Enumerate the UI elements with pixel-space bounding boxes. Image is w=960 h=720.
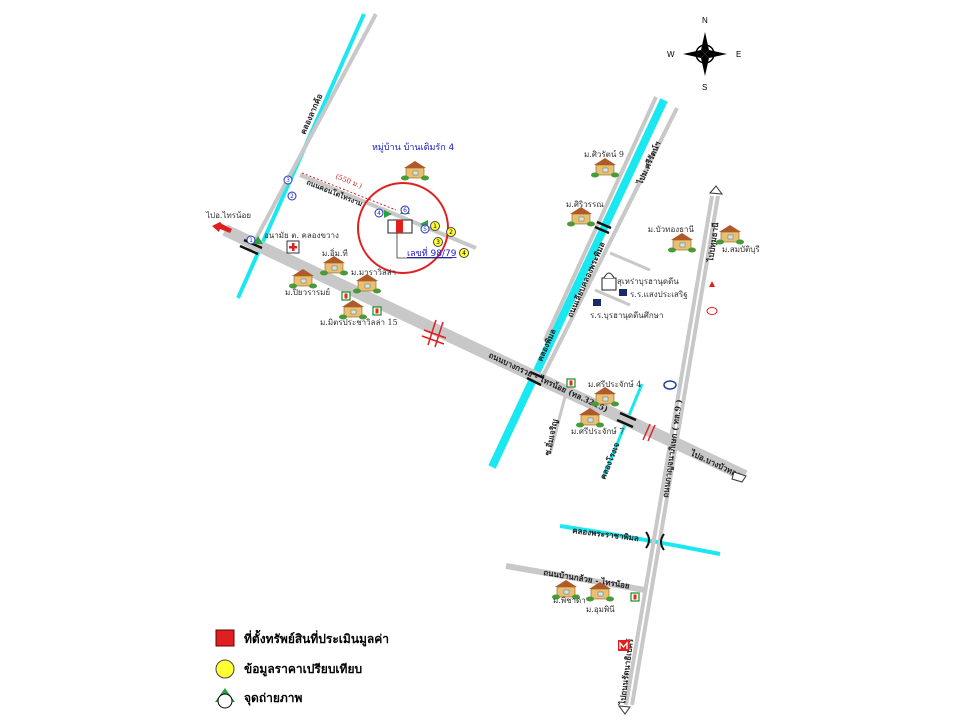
distance-line bbox=[301, 172, 397, 211]
photo-point-5[interactable]: 5 bbox=[420, 220, 430, 234]
place-mosque: สุเหร่าบุรฮานุดดีน bbox=[617, 277, 679, 286]
svg-text:3: 3 bbox=[436, 239, 440, 246]
comparable-4[interactable]: 4 bbox=[459, 248, 469, 258]
road-canal-west bbox=[543, 96, 658, 341]
svg-text:S: S bbox=[702, 83, 707, 92]
seven-eleven-icon bbox=[630, 592, 640, 602]
health-station-label: อนามัย ต. คลองขวาง bbox=[264, 231, 339, 240]
legend-subject-swatch bbox=[215, 629, 235, 647]
road-im-charoen bbox=[548, 392, 568, 455]
place-v5: ม.ศิวรัตน์ 9 bbox=[584, 149, 624, 159]
house-icon bbox=[566, 206, 596, 227]
canal-bottom-label: คลองพระราชาพิมล bbox=[572, 525, 640, 543]
canal-bottom bbox=[559, 524, 721, 556]
mcdonalds-icon bbox=[618, 640, 629, 651]
road-kanchana-a bbox=[624, 195, 714, 706]
road-side-2 bbox=[594, 288, 631, 307]
road-main bbox=[222, 224, 748, 482]
place-v9: ม.ศรีประจักษ์ 4 bbox=[588, 379, 641, 389]
legend-comparable-swatch bbox=[215, 659, 235, 679]
house-icon bbox=[715, 224, 745, 245]
house-icon bbox=[590, 157, 620, 178]
road-side-1 bbox=[609, 251, 651, 272]
canal-small-label: คลองโรงเจ bbox=[598, 441, 622, 481]
house-icon bbox=[667, 232, 697, 253]
esso-icon bbox=[663, 380, 677, 390]
place-v7: ม.บัวทองธานี bbox=[648, 225, 695, 234]
svg-text:4: 4 bbox=[462, 250, 466, 257]
photo-point-2[interactable]: 2 bbox=[287, 191, 297, 201]
legend-photo-label: จุดถ่ายภาพ bbox=[244, 691, 303, 706]
legend-comparable-label: ข้อมูลราคาเปรียบเทียบ bbox=[244, 662, 362, 677]
svg-text:2: 2 bbox=[290, 193, 294, 200]
road-canal-east bbox=[538, 107, 679, 383]
svg-text:3: 3 bbox=[286, 177, 290, 184]
place-v1: ม.อิ่ม.ที bbox=[322, 247, 348, 258]
road-bottom bbox=[505, 563, 646, 593]
arrow-north-icon bbox=[708, 185, 724, 195]
compass-icon: N S W E bbox=[667, 16, 741, 92]
place-v12: ม.อุมพินี bbox=[586, 605, 615, 614]
photo-point-6[interactable]: 6 bbox=[400, 205, 410, 215]
school-icon bbox=[593, 299, 601, 306]
place-v3: ม.ปิยวรารมย์ bbox=[285, 287, 330, 297]
svg-text:6: 6 bbox=[403, 207, 407, 214]
canal-big bbox=[488, 98, 668, 469]
photo-point-1[interactable]: 1 bbox=[246, 235, 263, 245]
place-school2: ร.ร.บุรฮานุดดีนศึกษา bbox=[590, 311, 663, 320]
svg-text:1: 1 bbox=[433, 223, 437, 230]
mitsubishi-icon bbox=[709, 281, 715, 287]
place-v10: ม.ศรีประจักษ์ 7 bbox=[571, 426, 624, 436]
place-v4: ม.มิตรประชาวิลล่า 15 bbox=[320, 318, 398, 327]
svg-text:N: N bbox=[702, 16, 708, 25]
svg-text:1: 1 bbox=[249, 237, 253, 244]
photo-point-4[interactable]: 4 bbox=[374, 208, 392, 218]
house-number: เลขที่ 98/79 bbox=[407, 246, 457, 259]
place-v2: ม.มาราวิลล่า bbox=[351, 268, 396, 277]
house-icon bbox=[319, 255, 349, 276]
im-charoen-label: ซ.อิ่มเจริญ bbox=[541, 418, 560, 457]
place-v8: ม.สมบัติบุรี bbox=[722, 245, 760, 254]
distance-label: (550 ม.) bbox=[334, 172, 363, 190]
svg-text:E: E bbox=[736, 50, 741, 59]
house-icon bbox=[400, 160, 430, 181]
toyota-icon bbox=[706, 307, 718, 315]
road-bottom-label: ถนนบ้านกล้วย - ไทรน้อย bbox=[543, 567, 631, 591]
house-icon bbox=[590, 386, 620, 407]
canal-small bbox=[601, 383, 644, 479]
comparable-2[interactable]: 2 bbox=[446, 227, 456, 237]
seven-eleven-icon bbox=[566, 378, 576, 388]
place-v6: ม.ศิริวรรณ bbox=[566, 200, 604, 209]
railway-crossing-icon bbox=[421, 319, 656, 442]
comparable-1[interactable]: 1 bbox=[430, 221, 440, 231]
svg-text:2: 2 bbox=[449, 229, 453, 236]
svg-text:W: W bbox=[667, 50, 675, 59]
legend-subject-label: ที่ตั้งทรัพย์สินที่ประเมินมูลค่า bbox=[244, 629, 389, 647]
house-icon bbox=[338, 299, 368, 320]
arrow-west-icon bbox=[212, 222, 232, 233]
place-school1: ร.ร.แสงประเสริฐ bbox=[630, 290, 688, 299]
place-v11: ม.พิชาดา bbox=[553, 596, 586, 605]
subject-property-marker bbox=[387, 219, 413, 234]
bridge-bottom-icon bbox=[645, 531, 665, 551]
legend-photo-swatch bbox=[217, 693, 233, 709]
seven-eleven-icon bbox=[341, 291, 351, 301]
road-left-north bbox=[248, 13, 378, 251]
arrow-south-icon bbox=[617, 705, 631, 715]
legend: ที่ตั้งทรัพย์สินที่ประเมินมูลค่า ข้อมูลร… bbox=[215, 629, 389, 709]
svg-text:5: 5 bbox=[423, 226, 427, 233]
village-title: หมู่บ้าน บ้านเติมรัก 4 bbox=[372, 142, 455, 153]
road-kanchana-b bbox=[630, 195, 720, 706]
photo-point-3[interactable]: 3 bbox=[283, 175, 293, 185]
to-sainoi-label: ไปอ.ไทรน้อย bbox=[205, 211, 251, 220]
mosque-icon bbox=[601, 272, 617, 291]
comparable-3[interactable]: 3 bbox=[433, 237, 443, 247]
arrow-east-icon bbox=[731, 471, 747, 483]
school-icon bbox=[619, 289, 627, 296]
house-number-leader bbox=[396, 233, 452, 259]
svg-text:4: 4 bbox=[377, 210, 381, 217]
seven-eleven-icon bbox=[372, 306, 382, 316]
hospital-icon bbox=[286, 240, 300, 254]
